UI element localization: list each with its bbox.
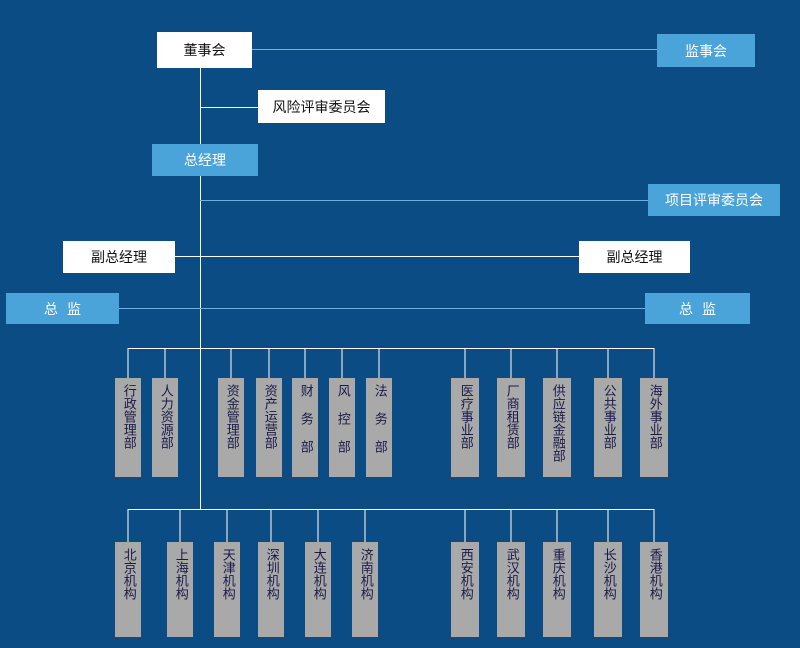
dept-supply-chain: 供应链金融部 [543, 378, 571, 477]
branch-beijing: 北京机构 [115, 542, 141, 637]
dept-risk-control: 风 控 部 [329, 378, 355, 477]
board-box: 董事会 [157, 32, 252, 68]
branch-shenzhen: 深圳机构 [258, 542, 284, 637]
dept-overseas: 海外事业部 [640, 378, 668, 477]
branch-xian: 西安机构 [451, 542, 479, 637]
branch-hongkong: 香港机构 [640, 542, 668, 637]
deputy-gm-right-box: 副总经理 [579, 241, 690, 273]
deputy-gm-left-box: 副总经理 [63, 241, 175, 273]
dept-hr: 人力资源部 [152, 378, 178, 477]
risk-committee-box: 风险评审委员会 [258, 90, 385, 123]
dept-asset-ops: 资产运营部 [256, 378, 282, 477]
dept-legal: 法 务 部 [366, 378, 392, 477]
branch-chongqing: 重庆机构 [543, 542, 571, 637]
director-right-box: 总 监 [645, 293, 750, 324]
dept-vendor-leasing: 厂商租赁部 [497, 378, 525, 477]
branch-jinan: 济南机构 [352, 542, 378, 637]
dept-finance: 财 务 部 [292, 378, 318, 477]
branch-tianjin: 天津机构 [214, 542, 240, 637]
dept-medical: 医疗事业部 [451, 378, 479, 477]
dept-admin: 行政管理部 [115, 378, 141, 477]
director-left-box: 总 监 [6, 293, 119, 324]
supervisors-box: 监事会 [657, 34, 755, 67]
branch-changsha: 长沙机构 [594, 542, 622, 637]
branch-wuhan: 武汉机构 [497, 542, 525, 637]
general-manager-box: 总经理 [152, 144, 258, 176]
dept-public-utility: 公共事业部 [594, 378, 622, 477]
project-committee-box: 项目评审委员会 [648, 184, 780, 216]
branch-dalian: 大连机构 [305, 542, 331, 637]
branch-shanghai: 上海机构 [167, 542, 193, 637]
dept-fund-mgmt: 资金管理部 [218, 378, 244, 477]
